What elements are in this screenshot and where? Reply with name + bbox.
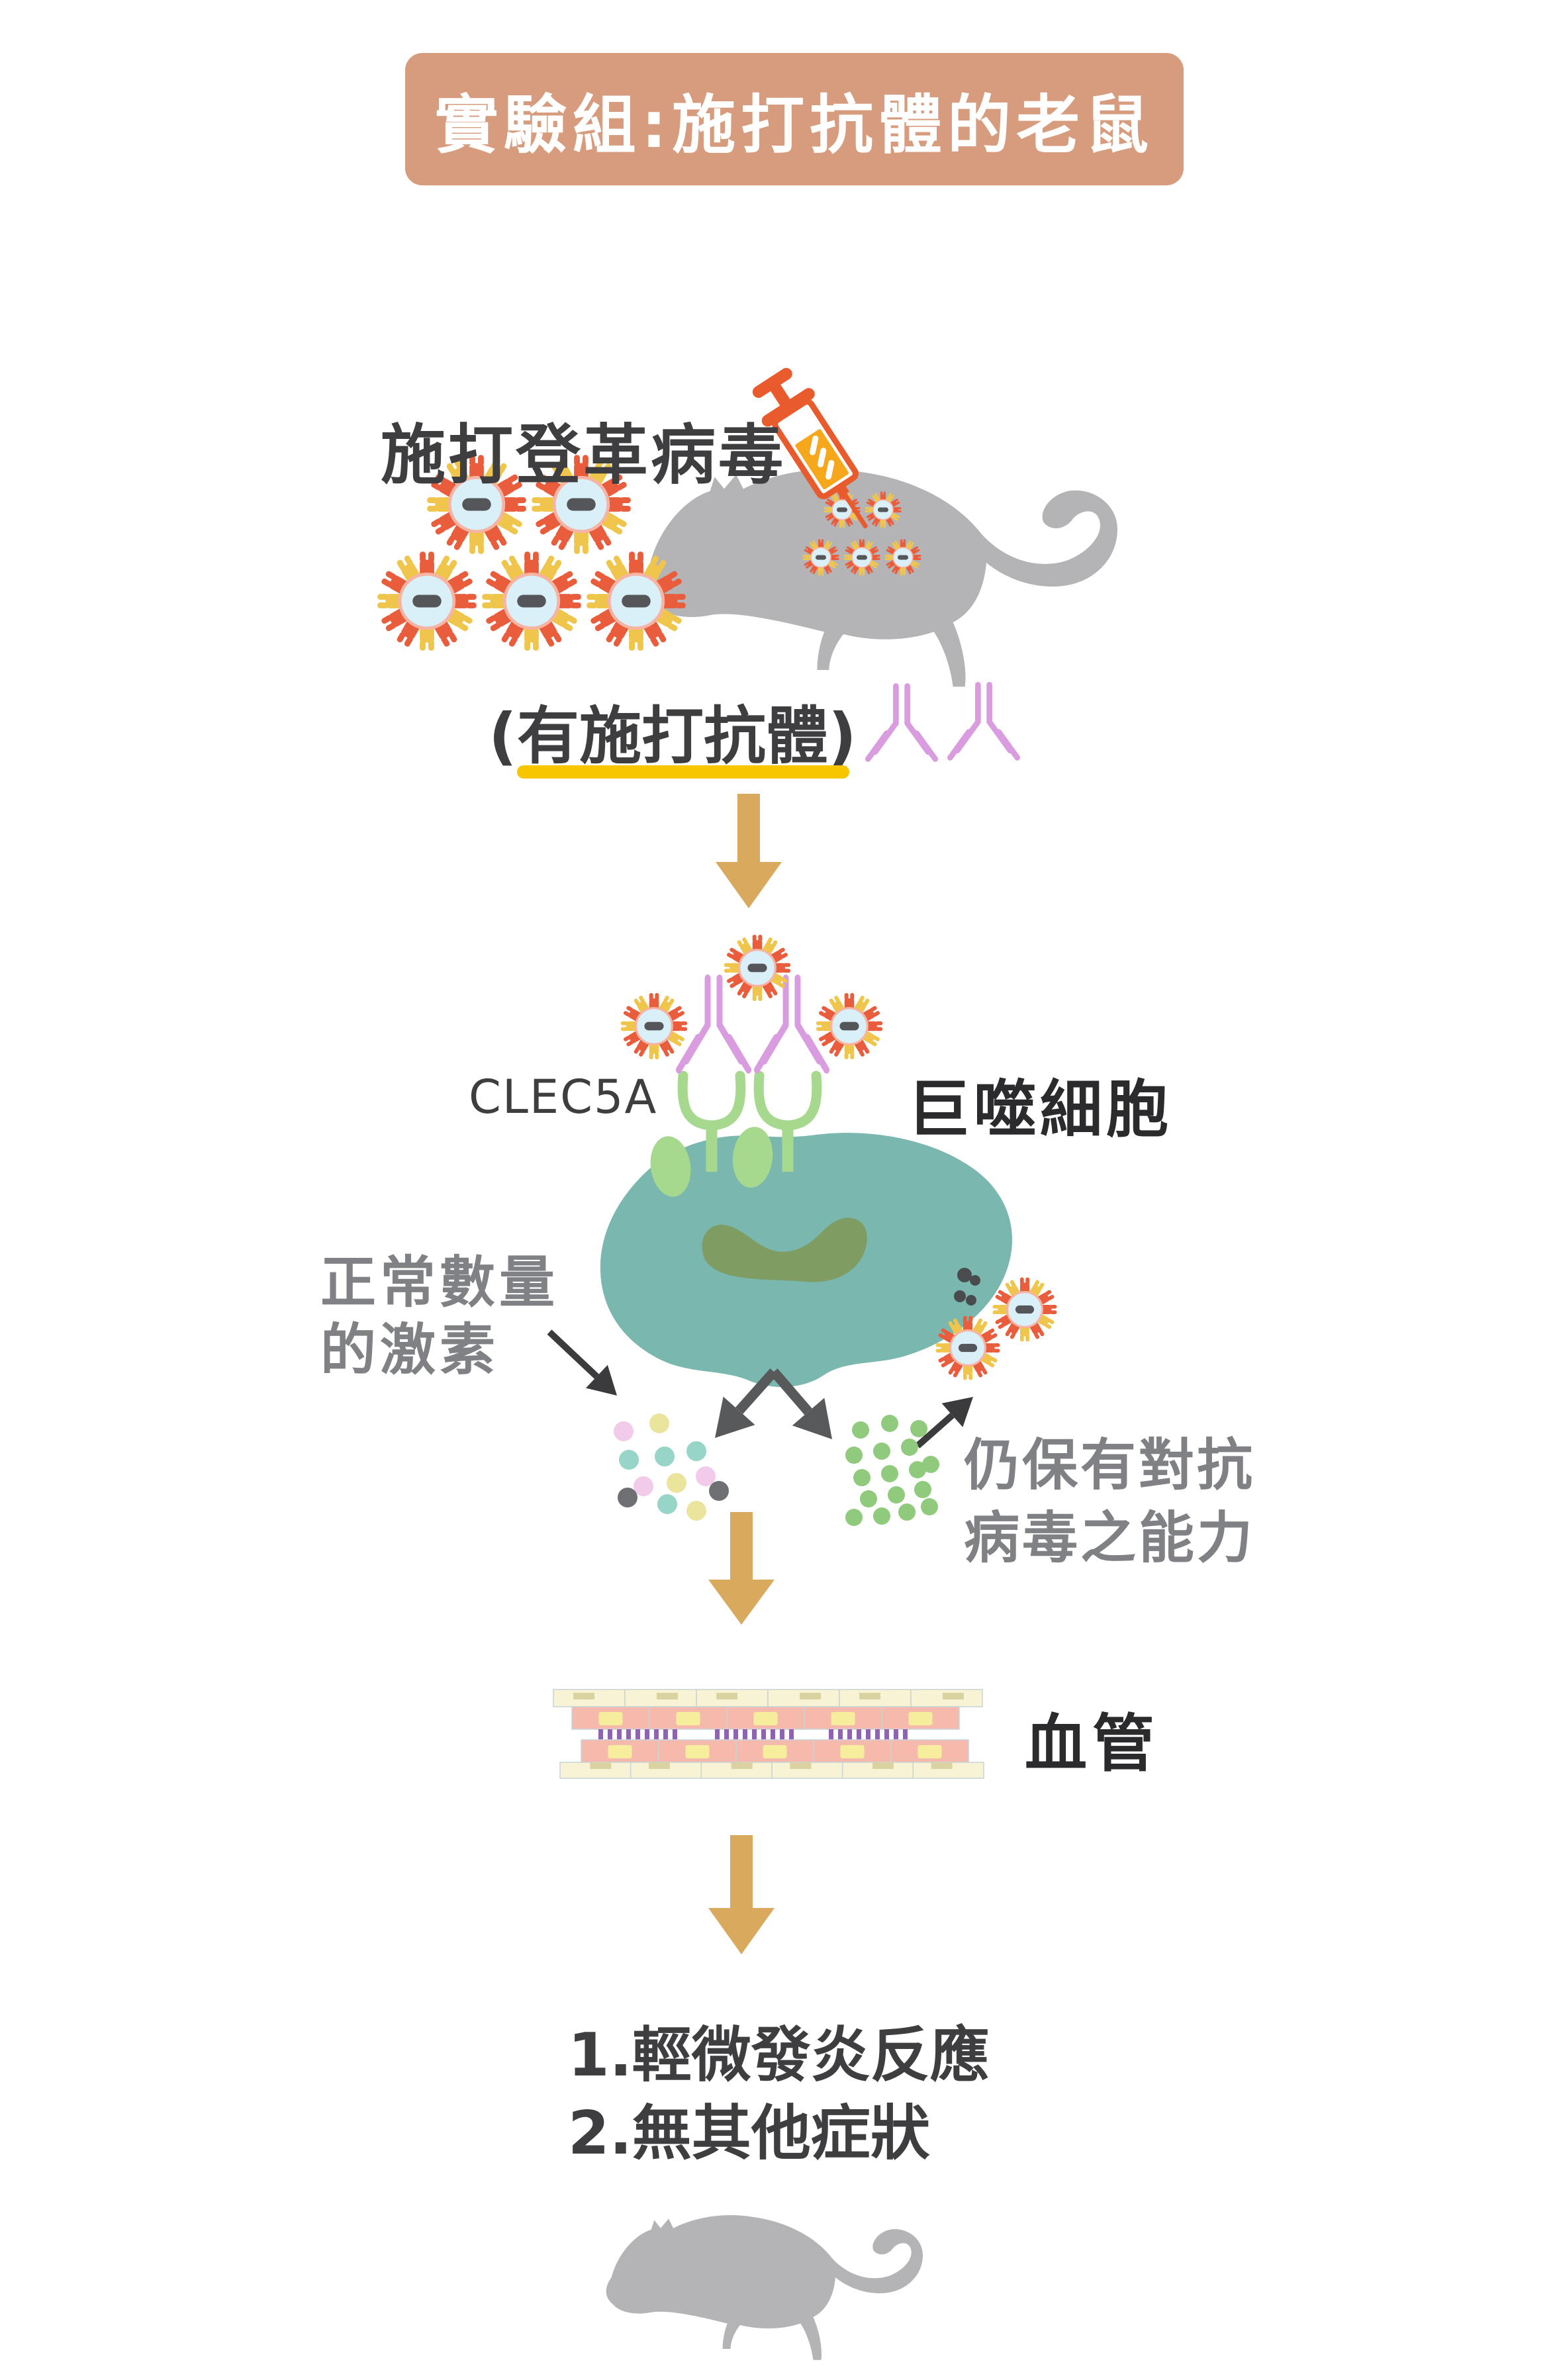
dengue-virus-icon — [884, 539, 921, 576]
title-banner: 實驗組:施打抗體的老鼠 — [405, 53, 1184, 185]
clec5a-label: CLEC5A — [469, 1070, 658, 1124]
dengue-virus-icon — [587, 551, 686, 651]
flow-arrow-down-icon — [708, 1835, 775, 1954]
antibody-icon — [753, 975, 830, 1074]
phagocytosis-dots — [954, 1268, 980, 1306]
antibody-note-underline — [517, 765, 849, 779]
result-mouse-silhouette — [606, 2215, 923, 2360]
dengue-virus-icon — [724, 934, 791, 1002]
outcome-line2: 2.無其他症狀 — [568, 2099, 930, 2168]
blood-vessel-illustration — [553, 1689, 984, 1779]
dengue-virus-icon — [620, 992, 688, 1060]
pointer-arrow-icon — [770, 1368, 832, 1439]
cell-nucleus — [702, 1217, 867, 1282]
dengue-virus-icon — [992, 1277, 1057, 1342]
dengue-virus-icon — [427, 455, 526, 554]
dengue-virus-icon — [802, 539, 839, 576]
cytokine-amount-label: 正常數量 的激素 — [320, 1249, 559, 1384]
cytokine-dots — [614, 1413, 729, 1521]
dengue-virus-icon — [482, 551, 581, 651]
antibody-icon — [947, 682, 1021, 761]
dengue-virus-icon — [865, 491, 902, 528]
macrophage-label: 巨噬細胞 — [908, 1074, 1173, 1146]
syringe-icon — [752, 367, 868, 529]
antibody-icon — [865, 683, 939, 762]
dengue-virus-icon — [816, 992, 883, 1060]
dengue-virus-icon — [935, 1315, 1000, 1380]
mouse-silhouette — [642, 469, 1117, 687]
antibody-note-label: (有施打抗體) — [489, 700, 857, 773]
defense-line1: 仍保有對抗 — [964, 1433, 1256, 1498]
antiviral-dots — [845, 1415, 939, 1526]
pointer-arrow-icon — [715, 1368, 778, 1438]
cytokine-line1: 正常數量 — [320, 1250, 559, 1315]
pointer-arrow-icon — [915, 1397, 973, 1449]
outcome-line1: 1.輕微發炎反應 — [568, 2021, 990, 2090]
vessel-label: 血管 — [1025, 1708, 1160, 1780]
clec5a-receptor-icon — [650, 1071, 822, 1197]
defense-line2: 病毒之能力 — [964, 1505, 1256, 1570]
antibody-icon — [675, 975, 752, 1074]
defense-ability-label: 仍保有對抗 病毒之能力 — [964, 1429, 1255, 1574]
outcome-list: 1.輕微發炎反應 2.無其他症狀 — [568, 2017, 990, 2173]
page-title: 實驗組:施打抗體的老鼠 — [434, 87, 1154, 162]
dengue-virus-icon — [532, 455, 631, 554]
cytokine-line2: 的激素 — [320, 1317, 500, 1382]
inject-virus-label: 施打登革病毒 — [381, 418, 786, 493]
dengue-virus-icon — [843, 539, 880, 576]
flow-arrow-down-icon — [708, 1512, 775, 1625]
flow-arrow-down-icon — [716, 794, 782, 908]
pointer-arrow-icon — [547, 1329, 617, 1396]
dengue-virus-icon — [377, 551, 477, 651]
